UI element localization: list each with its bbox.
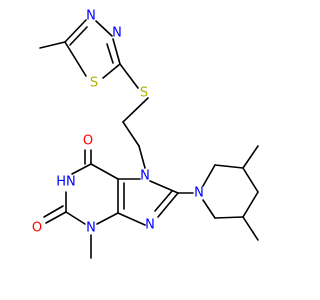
bond-n3-c2 — [112, 38, 121, 65]
bond-n4-n3 — [95, 20, 113, 37]
atom-o2: O — [32, 221, 42, 236]
bond-s1-c5 — [64, 41, 87, 77]
atom-n9: N — [145, 218, 155, 233]
atom-n1-h: HN — [56, 175, 76, 190]
bond-c5-n4 — [64, 19, 87, 43]
atom-n7: N — [140, 169, 150, 184]
bond-s-link-ch2 — [122, 97, 149, 123]
bond-c4-c5a — [242, 191, 259, 218]
bond-c2a-c3a — [214, 164, 244, 169]
bond-n7-c8 — [149, 180, 179, 194]
bond-c3a-c4 — [242, 167, 259, 193]
bond-ch2-n7 — [138, 145, 146, 169]
bond-c2-s-link — [119, 63, 139, 89]
molecule-structure: N N S S N N HN N O O N — [32, 9, 259, 259]
bond-c2-o2 — [45, 211, 67, 224]
bond-n9-c4 — [117, 212, 146, 226]
bond-c6a-n-pip — [202, 199, 216, 219]
bond-c8-n9-double — [154, 190, 173, 212]
atom-labels: N N S S N N HN N O O N — [32, 9, 204, 236]
atom-n3: N — [86, 221, 96, 236]
bond-c6-n1 — [71, 163, 92, 175]
bond-n-pip-c2a — [202, 164, 216, 187]
bond-c2-s1 — [102, 63, 121, 79]
bond-n3-c4 — [96, 212, 119, 225]
bond-c5-n4-double — [69, 26, 88, 46]
bond-c2-o2-double — [43, 205, 64, 218]
bond-c5a-c6a — [214, 216, 244, 219]
bond-c5a-methyl — [242, 216, 259, 241]
atom-s-thioether: S — [140, 86, 148, 101]
bond-c2-n3 — [65, 211, 86, 225]
atom-n-thiadiazole-4: N — [86, 9, 96, 24]
bond-methyl-thiadiazole — [39, 41, 66, 49]
bond-n3-c2-double — [106, 43, 114, 64]
atom-n-thiadiazole-3: N — [112, 26, 122, 41]
atom-o6: O — [83, 134, 93, 149]
bond-c3a-methyl — [242, 145, 259, 169]
bond-c8-n9 — [157, 192, 179, 218]
bond-c5-c6 — [90, 163, 119, 180]
bond-ch2-ch2 — [122, 121, 140, 147]
atom-s-thiadiazole: S — [90, 76, 98, 91]
atom-n-piperidine: N — [194, 186, 204, 201]
bonds — [39, 19, 259, 259]
